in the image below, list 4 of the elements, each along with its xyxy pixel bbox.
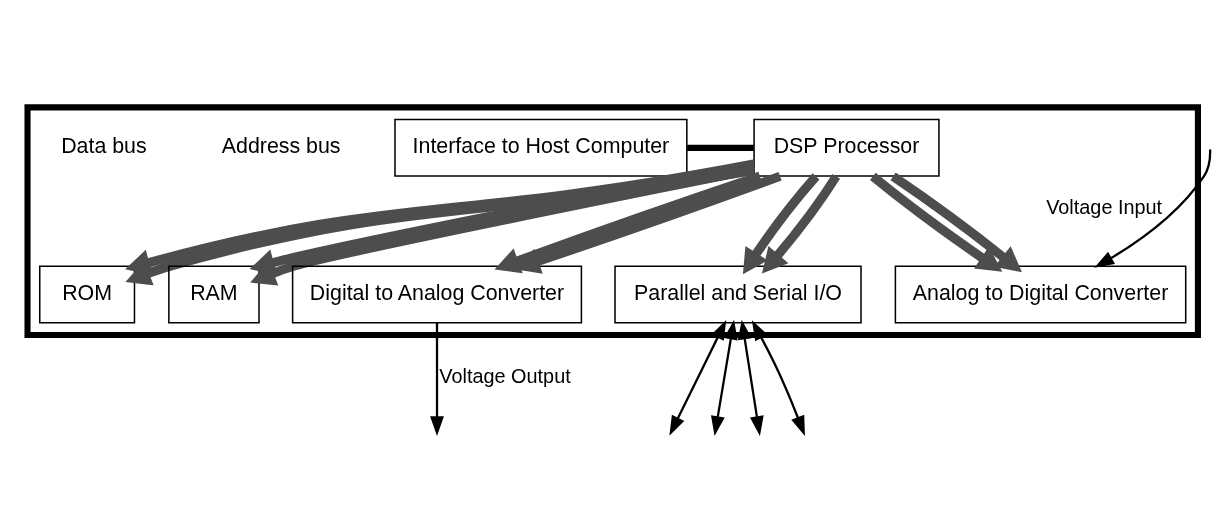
- label: Data bus: [61, 134, 147, 159]
- edge-label: Voltage Input: [1046, 196, 1163, 219]
- edge-label: Voltage Output: [439, 364, 571, 387]
- label: Address bus: [221, 134, 341, 159]
